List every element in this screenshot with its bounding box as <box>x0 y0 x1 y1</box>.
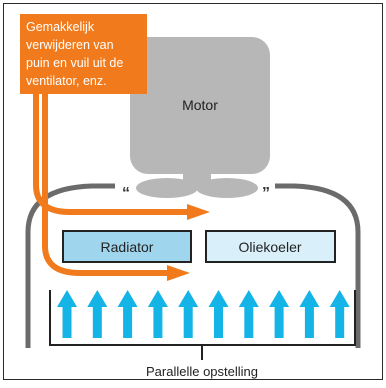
callout-line-2: verwijderen van <box>26 38 114 52</box>
oil-cooler-label: Oliekoeler <box>238 239 301 255</box>
air-flow-arrow-icon <box>329 290 350 338</box>
motion-mark-right: ” <box>262 185 270 202</box>
outer-frame <box>3 3 383 380</box>
motor-label: Motor <box>182 97 218 113</box>
air-flow-arrow-icon <box>238 290 259 338</box>
air-flow-arrow-icon <box>57 290 77 338</box>
air-flow-arrow-icon <box>299 290 320 338</box>
air-flow-arrow-icon <box>178 290 199 338</box>
callout-line-1: Gemakkelijk <box>26 20 95 34</box>
callout-line-3: puin en vuil uit de <box>26 56 123 70</box>
arrangement-label: Parallelle opstelling <box>146 364 258 379</box>
debris-path-lower <box>42 60 170 276</box>
air-flow-arrow-icon <box>117 290 138 338</box>
air-flow-arrows <box>57 290 350 338</box>
debris-flow-arrow-icon <box>167 265 190 281</box>
callout-box <box>20 14 147 94</box>
housing-right <box>275 183 361 348</box>
debris-flow-arrow-icon <box>187 204 210 220</box>
radiator-label: Radiator <box>101 239 154 255</box>
motion-mark-left: “ <box>122 185 130 202</box>
motor-shaft <box>183 168 211 188</box>
motor-fan-left <box>136 178 198 198</box>
callout-text: Gemakkelijk verwijderen van puin en vuil… <box>26 20 127 88</box>
air-flow-arrow-icon <box>147 290 168 338</box>
motor-fan-right <box>196 178 258 198</box>
oil-cooler-box <box>205 230 336 263</box>
motor-body <box>130 37 270 174</box>
air-flow-arrow-icon <box>208 290 229 338</box>
radiator-box <box>62 230 192 263</box>
air-flow-arrow-icon <box>269 290 290 338</box>
callout-line-4: ventilator, enz. <box>26 74 107 88</box>
air-flow-arrow-icon <box>87 290 108 338</box>
